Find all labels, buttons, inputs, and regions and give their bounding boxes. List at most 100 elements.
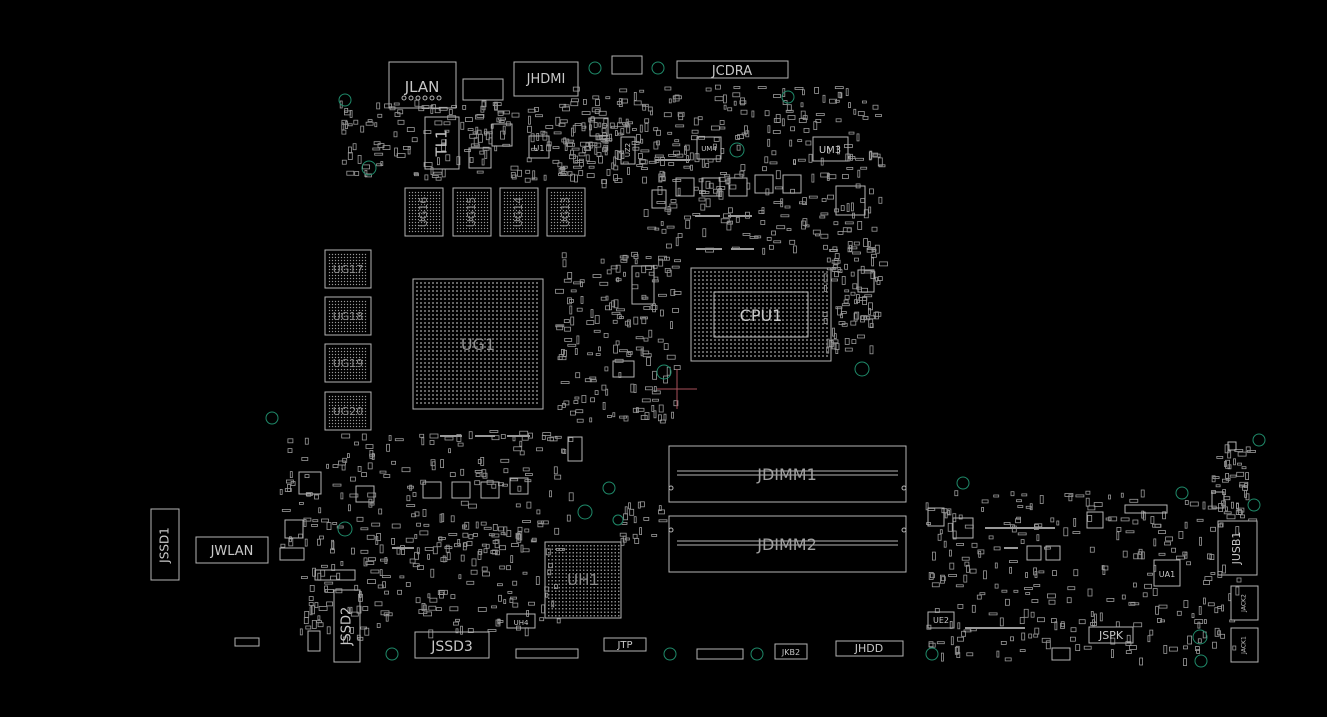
label-ua1: UA1: [1159, 570, 1175, 579]
mounting-holes: [265, 61, 1266, 668]
label-ug17: UG17: [333, 263, 364, 276]
small-chip: [927, 507, 945, 527]
label-jspk: JSPK: [1098, 629, 1124, 642]
small-chip: [491, 123, 513, 147]
jack2-connector: [1230, 585, 1259, 621]
small-connector: [234, 637, 260, 647]
mosfet: [509, 477, 529, 495]
label-tl1: TL1: [433, 129, 451, 157]
jhdmi-connector: [513, 61, 579, 97]
mosfet: [675, 177, 695, 197]
gddr-chip-ug15: [452, 187, 492, 237]
label-jwlan: JWLAN: [210, 544, 254, 559]
label-ue2: UE2: [933, 616, 949, 625]
jdimm2-slot: [668, 515, 907, 573]
uh4-chip: [506, 613, 536, 629]
gddr-chip-ug18: [324, 296, 372, 336]
label-ug15: UG15: [465, 197, 478, 228]
label-um4: UM4: [701, 145, 717, 153]
small-connector: [314, 569, 356, 581]
mosfet: [480, 481, 500, 499]
jlan-aux-connector: [462, 78, 504, 101]
small-connector: [279, 547, 305, 561]
small-chip: [1227, 441, 1237, 451]
label-jssd3: JSSD3: [430, 639, 473, 655]
small-connector: [307, 630, 321, 652]
uz3-chip: [612, 360, 635, 378]
jhdd-connector: [835, 640, 904, 657]
gddr-chip-ug13: [546, 187, 586, 237]
small-chip: [1026, 545, 1042, 561]
label-uh1: UH1: [567, 571, 599, 589]
ue2-chip: [927, 611, 955, 629]
label-ug14: UG14: [512, 197, 525, 228]
label-jkb2: JKB2: [781, 648, 800, 657]
pch-uh1: [544, 541, 622, 619]
mosfet: [728, 177, 748, 197]
mosfet: [422, 481, 442, 499]
passive-component-cluster: [555, 251, 682, 424]
gddr-ball-grid: [408, 191, 441, 233]
small-connector: [1124, 504, 1168, 514]
gddr-ball-grid: [328, 253, 367, 286]
jwlan-connector: [195, 536, 269, 564]
small-chip: [1051, 647, 1071, 661]
jlan-connector: [388, 61, 457, 109]
small-chip: [952, 517, 974, 539]
small-chip: [567, 436, 583, 462]
small-chip: [284, 519, 304, 539]
gddr-ball-grid: [328, 300, 367, 333]
mosfet: [701, 177, 721, 197]
label-jhdd: JHDD: [854, 642, 883, 655]
label-jssd1: JSSD1: [158, 527, 172, 564]
small-chip: [1086, 511, 1104, 529]
gddr-ball-grid: [550, 191, 583, 233]
jusb1-connector: [1217, 520, 1258, 576]
passive-component-cluster: [339, 99, 676, 189]
jfp-connector: [515, 648, 579, 659]
passive-component-cluster: [360, 520, 561, 639]
label-u1: U1: [534, 144, 545, 153]
um3-chip: [812, 136, 849, 162]
small-chip: [1045, 545, 1061, 561]
gpu-ball-grid: [416, 282, 538, 404]
jtp-connector: [603, 637, 647, 652]
pch-ball-grid: [548, 545, 620, 617]
controller-chip: [298, 471, 322, 495]
label-jack2: JACK2: [1241, 594, 1248, 613]
passive-component-cluster: [925, 489, 1245, 666]
cpu1: [690, 267, 832, 362]
gddr-ball-grid: [328, 395, 367, 428]
jkb1-connector: [696, 648, 744, 660]
gddr-chip-ug14: [499, 187, 539, 237]
small-chip: [468, 147, 492, 169]
label-jdimm1: JDIMM1: [756, 465, 817, 484]
label-jlan: JLAN: [404, 78, 440, 96]
um-chip: [589, 117, 609, 137]
label-ug20: UG20: [333, 405, 364, 418]
mosfet: [451, 481, 471, 499]
mosfet: [355, 485, 375, 503]
gddr-ball-grid: [503, 191, 536, 233]
label-jdimm2: JDIMM2: [756, 535, 817, 554]
small-chip: [857, 269, 875, 293]
label-ug16: UG16: [417, 197, 430, 228]
audio-codec-ua1: [1153, 559, 1181, 587]
label-jssd2: JSSD2: [340, 607, 355, 647]
label-jusb1: JUSB1: [1230, 532, 1243, 566]
label-ug18: UG18: [333, 310, 364, 323]
label-ug19: UG19: [333, 357, 364, 370]
um4-chip: [696, 136, 722, 160]
small-chip: [1211, 491, 1225, 509]
label-cpu1: CPU1: [740, 306, 783, 325]
gddr-chip-ug19: [324, 343, 372, 383]
gddr-ball-grid: [328, 347, 367, 380]
passive-component-cluster: [299, 561, 364, 644]
passive-component-cluster: [560, 84, 886, 182]
jcdra-connector: [676, 60, 789, 79]
label-jack1: JACK1: [1241, 636, 1248, 655]
jssd3-connector: [414, 631, 490, 659]
jusbc1-connector: [611, 55, 643, 75]
jssd2-connector: [333, 589, 361, 663]
